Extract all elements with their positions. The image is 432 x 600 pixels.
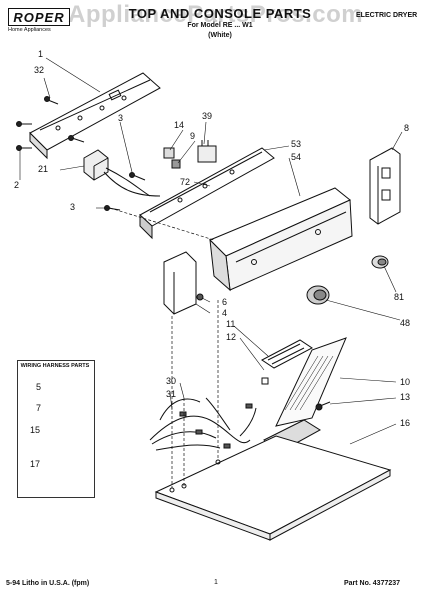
- timer-part: [83, 149, 109, 181]
- callout-1: 1: [38, 49, 44, 59]
- callout-72: 72: [180, 177, 191, 187]
- top-cover: [154, 435, 392, 541]
- callout-39: 39: [202, 111, 213, 121]
- callout-9: 9: [190, 131, 196, 141]
- wiring-harness-legend: [17, 360, 95, 498]
- switch-parts: [163, 140, 217, 169]
- callout-5: 5: [36, 382, 42, 392]
- callout-32: 32: [34, 65, 45, 75]
- knob-48: [306, 285, 330, 305]
- screw-13: [315, 401, 331, 411]
- callout-3b: 3: [70, 202, 76, 212]
- callout-54: 54: [291, 152, 302, 162]
- lint-filter-cover: [261, 339, 313, 369]
- console-bracket: [139, 147, 275, 240]
- callout-53: 53: [291, 139, 302, 149]
- wiring-harness: [149, 397, 257, 451]
- page-title: TOP AND CONSOLE PARTS: [128, 6, 312, 21]
- callout-2: 2: [14, 180, 20, 190]
- callout-17: 17: [30, 459, 41, 469]
- end-cap: [369, 147, 401, 225]
- color-note: (White): [208, 32, 232, 39]
- page-number: 1: [214, 579, 218, 586]
- product-type: ELECTRIC DRYER: [356, 12, 418, 19]
- litho-note: 5-94 Litho in U.S.A. (fpm): [6, 580, 90, 587]
- callout-3: 3: [118, 113, 124, 123]
- console-panel: [209, 187, 353, 292]
- callout-13: 13: [400, 392, 411, 402]
- knob-81: [371, 255, 389, 269]
- brand-logo: ROPER: [8, 8, 70, 26]
- callout-8: 8: [404, 123, 410, 133]
- callout-12: 12: [226, 332, 237, 342]
- callout-48: 48: [400, 318, 411, 328]
- brand-subtitle: Home Appliances: [8, 27, 51, 33]
- callout-31: 31: [166, 389, 177, 399]
- watermark-text: AppliancePartsPros.com: [68, 1, 364, 28]
- callout-14: 14: [174, 120, 185, 130]
- part-number: Part No. 4377237: [344, 580, 401, 587]
- callout-16: 16: [400, 418, 411, 428]
- callout-6: 6: [222, 297, 228, 307]
- callout-10: 10: [400, 377, 411, 387]
- callout-81: 81: [394, 292, 405, 302]
- callout-21: 21: [38, 164, 49, 174]
- callout-4: 4: [222, 308, 228, 318]
- rear-panel: [29, 72, 161, 160]
- legend-title: WIRING HARNESS PARTS: [20, 363, 90, 369]
- callout-15: 15: [30, 425, 41, 435]
- callout-7: 7: [36, 403, 42, 413]
- model-line: For Model RE ... W1: [187, 22, 253, 29]
- callout-30: 30: [166, 376, 177, 386]
- callout-11: 11: [226, 319, 236, 329]
